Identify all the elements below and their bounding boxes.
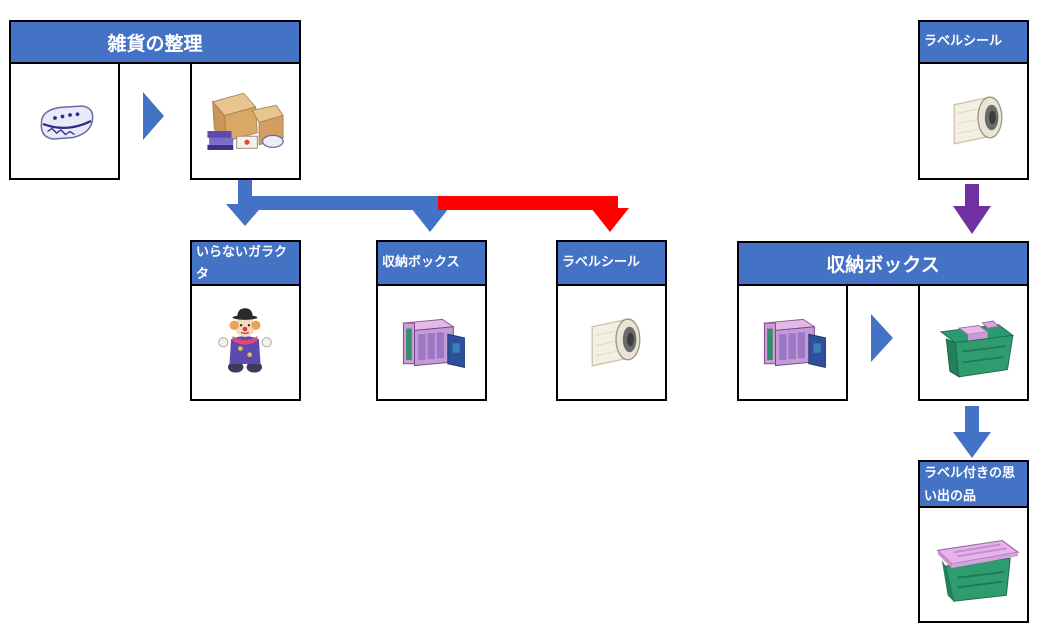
node-header-unneeded-junk: いらないガラクタ <box>190 240 301 286</box>
node-title: 収納ボックス <box>382 255 460 270</box>
node-header-labeled-memories: ラベル付きの思い出の品 <box>918 460 1029 508</box>
node-header-label-sticker-mid: ラベルシール <box>556 240 667 286</box>
split-connector-blue <box>226 180 449 232</box>
green-bin-icon <box>939 320 1015 378</box>
down-arrow-purple <box>953 184 991 234</box>
node-header-storage-box-mid: 収納ボックス <box>376 240 487 286</box>
image-box-lidded-bin <box>918 506 1029 623</box>
lidded-bin-icon <box>936 539 1020 602</box>
image-box-label-roll-mid <box>556 284 667 401</box>
down-arrow-blue-right <box>953 406 991 458</box>
sequence-chevron-right <box>871 314 893 362</box>
node-title: 収納ボックス <box>826 254 940 276</box>
node-header-storage-box-right: 収納ボックス <box>737 241 1029 286</box>
image-box-tin-case <box>9 62 120 180</box>
node-header-organize-goods: 雑貨の整理 <box>9 20 301 64</box>
node-title: いらないガラクタ <box>196 245 288 282</box>
label-roll-icon <box>582 308 650 376</box>
image-box-green-bin <box>918 284 1029 401</box>
split-connector-red <box>438 196 629 232</box>
image-box-label-roll-top <box>918 62 1029 180</box>
node-title: 雑貨の整理 <box>107 32 203 55</box>
node-title: ラベルシール <box>924 34 1003 49</box>
image-box-clown-doll <box>190 284 301 401</box>
image-box-cardboard-boxes <box>190 62 301 180</box>
node-header-label-sticker-top: ラベルシール <box>918 20 1029 64</box>
storage-box-icon <box>757 310 831 375</box>
node-title: ラベル付きの思い出の品 <box>924 466 1016 504</box>
image-box-storage-box-mid <box>376 284 487 401</box>
clown-doll-icon <box>218 308 272 373</box>
tin-case-icon <box>40 105 94 140</box>
image-box-storage-box-right <box>737 284 848 401</box>
cardboard-boxes-icon <box>207 92 284 150</box>
label-roll-icon <box>944 86 1012 154</box>
node-title: ラベルシール <box>562 255 641 270</box>
storage-box-icon <box>396 310 470 375</box>
sequence-chevron-top-left <box>143 92 164 140</box>
